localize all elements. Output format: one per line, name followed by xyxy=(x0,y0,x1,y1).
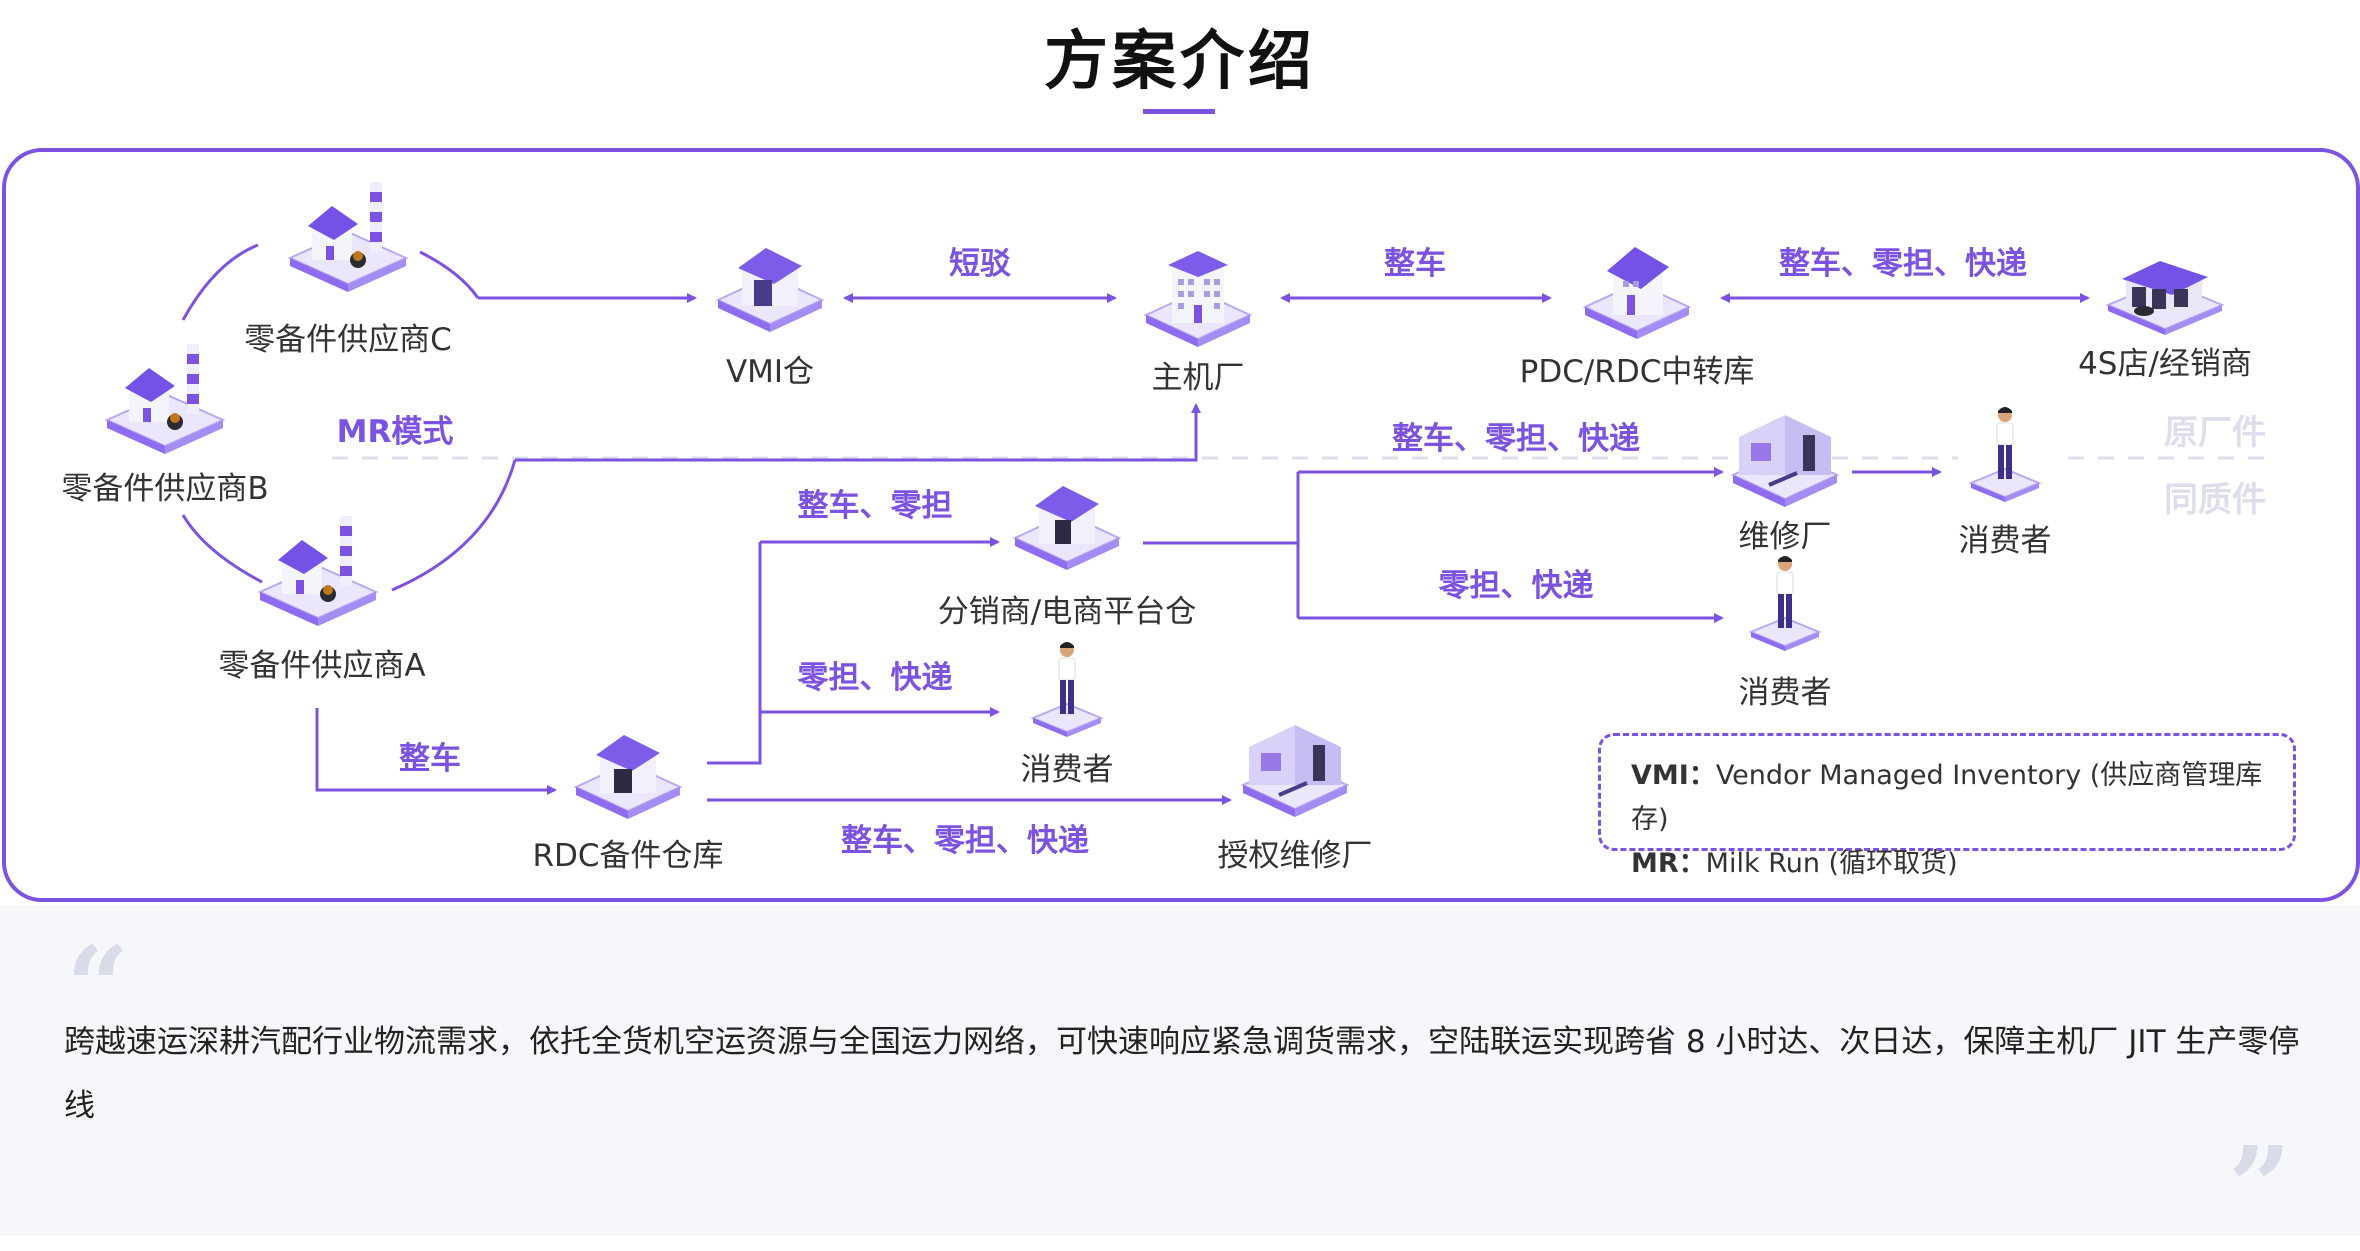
person-icon xyxy=(1745,552,1825,656)
open-quote-icon: “ xyxy=(66,922,130,1051)
side-label-original-parts: 原厂件 xyxy=(2164,413,2266,453)
warehouse-icon xyxy=(1007,474,1127,578)
node-label-repair: 维修厂 xyxy=(1738,519,1832,555)
node-label-auth-repair: 授权维修厂 xyxy=(1217,838,1373,874)
node-label-dealer: 4S店/经销商 xyxy=(2078,346,2252,382)
node-label-supplier-c: 零备件供应商C xyxy=(244,322,452,358)
factory-icon xyxy=(278,176,418,300)
node-label-consumer-mid: 消费者 xyxy=(1738,675,1832,711)
edge-label-rdc-auth-repair: 整车、零担、快递 xyxy=(841,823,1089,859)
office-building-icon xyxy=(1138,241,1258,355)
edge-label-pdc-dealer: 整车、零担、快递 xyxy=(1779,246,2027,282)
factory-icon xyxy=(95,338,235,462)
close-quote-icon: ” xyxy=(2228,1122,2292,1251)
edge-label-vmi-oem: 短驳 xyxy=(949,246,1011,282)
legend-key-vmi: VMI： xyxy=(1631,760,1716,791)
edge-label-rdc-consumer: 零担、快递 xyxy=(797,660,953,696)
node-label-distributor: 分销商/电商平台仓 xyxy=(937,594,1197,630)
node-label-supplier-b: 零备件供应商B xyxy=(61,471,269,507)
factory-icon xyxy=(248,510,388,634)
repair-shop-icon xyxy=(1725,401,1845,515)
node-label-consumer-low: 消费者 xyxy=(1020,752,1114,788)
legend-value-mr: Milk Run (循环取货) xyxy=(1705,848,1958,879)
page-title: 方案介绍 xyxy=(1044,25,1316,99)
legend-box: VMI：Vendor Managed Inventory (供应商管理库存) M… xyxy=(1598,733,2296,879)
node-label-supplier-a: 零备件供应商A xyxy=(218,648,426,684)
warehouse-icon xyxy=(568,723,688,827)
node-label-oem: 主机厂 xyxy=(1151,360,1245,396)
legend-value-vmi: Vendor Managed Inventory (供应商管理库存) xyxy=(1631,760,2263,835)
edge-label-supplier-rdc: 整车 xyxy=(399,741,461,777)
node-label-rdc: RDC备件仓库 xyxy=(532,838,724,874)
edge-label-mr-mode: MR模式 xyxy=(336,414,454,450)
node-label-pdc: PDC/RDC中转库 xyxy=(1519,354,1755,390)
legend-key-mr: MR： xyxy=(1631,848,1706,879)
legend-row-vmi: VMI：Vendor Managed Inventory (供应商管理库存) xyxy=(1631,754,2263,842)
side-label-equivalent-parts: 同质件 xyxy=(2164,480,2266,520)
person-icon xyxy=(1965,403,2045,507)
edge-label-oem-pdc: 整车 xyxy=(1384,246,1446,282)
description-panel xyxy=(0,906,2360,1236)
node-label-vmi: VMI仓 xyxy=(725,354,815,390)
edge-label-rdc-distributor: 整车、零担 xyxy=(797,488,953,524)
legend-row-mr: MR：Milk Run (循环取货) xyxy=(1631,842,2263,886)
warehouse-icon xyxy=(710,236,830,340)
car-showroom-icon xyxy=(2100,249,2230,343)
person-icon xyxy=(1027,638,1107,742)
node-label-consumer-top: 消费者 xyxy=(1958,523,2052,559)
repair-shop-icon xyxy=(1235,711,1355,825)
edge-label-to-repair: 整车、零担、快递 xyxy=(1392,421,1640,457)
title-underline xyxy=(1143,109,1215,114)
description-text: 跨越速运深耕汽配行业物流需求，依托全货机空运资源与全国运力网络，可快速响应紧急调… xyxy=(64,1024,2300,1124)
house-icon xyxy=(1577,233,1697,347)
edge-label-to-consumer-mid: 零担、快递 xyxy=(1438,568,1594,604)
